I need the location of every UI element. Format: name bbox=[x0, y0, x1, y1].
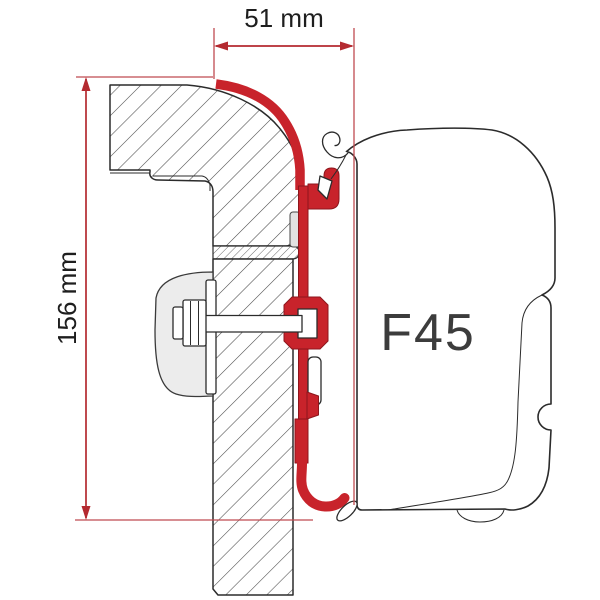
width-dimension-label: 51 mm bbox=[244, 3, 323, 33]
washer-plate bbox=[205, 279, 217, 395]
height-dimension-label: 156 mm bbox=[52, 251, 82, 345]
adapter-bottom-hook bbox=[296, 458, 350, 512]
roller-bump bbox=[456, 509, 505, 523]
hex-nut-facets bbox=[190, 301, 199, 345]
height-arrow-top bbox=[81, 77, 91, 91]
wall-panel bbox=[212, 258, 294, 596]
hex-nut bbox=[182, 299, 207, 347]
case-catch-point bbox=[317, 175, 333, 200]
case-seam-lines bbox=[387, 294, 543, 511]
awning-case: F45 bbox=[317, 127, 556, 523]
width-arrow-right bbox=[340, 41, 354, 51]
vehicle-wall-section bbox=[109, 84, 301, 596]
awning-rail-lip bbox=[336, 500, 358, 522]
product-label-f45: F45 bbox=[380, 304, 476, 362]
seal-strip bbox=[212, 245, 300, 260]
adapter-mid-bump bbox=[306, 391, 319, 420]
bolt-end-washer bbox=[172, 306, 184, 340]
mounting-bolt-assembly bbox=[154, 271, 318, 398]
height-dimension: 156 mm bbox=[52, 76, 313, 521]
width-dimension: 51 mm bbox=[213, 3, 355, 505]
width-arrow-left bbox=[214, 41, 228, 51]
adapter-top-curve bbox=[215, 79, 305, 190]
case-hook-arm-line bbox=[330, 154, 347, 180]
adapter-lower-section bbox=[294, 418, 309, 464]
height-arrow-bottom bbox=[81, 506, 91, 520]
gutter-lip-line bbox=[110, 172, 211, 191]
case-top-hook-curl bbox=[321, 131, 349, 159]
awning-case-outline bbox=[345, 127, 556, 511]
